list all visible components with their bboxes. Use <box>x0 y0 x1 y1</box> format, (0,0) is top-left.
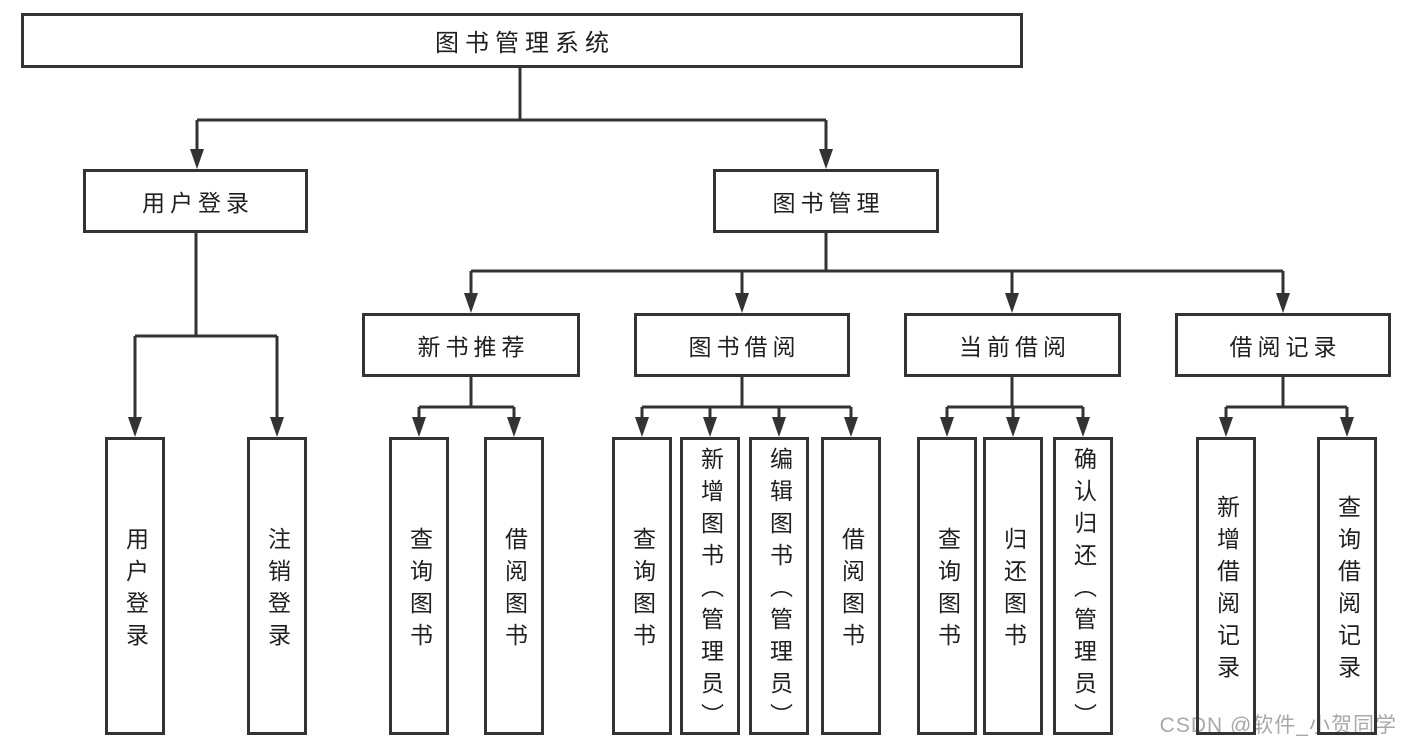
leaf-label: 用户登录 <box>122 526 149 655</box>
node-current-borrow: 当前借阅 <box>904 313 1121 377</box>
leaf-node: 归还图书 <box>983 437 1043 735</box>
node-new-book-recommend: 新书推荐 <box>362 313 580 377</box>
node-label: 当前借阅 <box>959 334 1071 360</box>
leaf-label: 查询借阅记录 <box>1334 494 1361 687</box>
csdn-watermark: CSDN @软件_小贺同学 <box>1159 714 1397 737</box>
leaf-node: 查询图书 <box>389 437 449 735</box>
node-root-label: 图书管理系统 <box>435 30 615 57</box>
node-label: 借阅记录 <box>1229 334 1342 360</box>
leaf-node: 查询图书 <box>612 437 672 735</box>
leaf-label: 注销登录 <box>264 526 291 655</box>
leaf-node: 新增图书（管理员） <box>680 437 740 735</box>
leaf-node: 借阅图书 <box>821 437 881 735</box>
node-label: 图书借阅 <box>688 334 801 360</box>
leaf-label: 借阅图书 <box>838 526 865 655</box>
leaf-node: 查询借阅记录 <box>1317 437 1377 735</box>
leaf-node: 注销登录 <box>247 437 307 735</box>
leaf-label: 新增借阅记录 <box>1213 494 1240 687</box>
leaf-node: 用户登录 <box>105 437 165 735</box>
node-root: 图书管理系统 <box>21 13 1023 68</box>
leaf-label: 确认归还（管理员） <box>1070 446 1097 735</box>
node-user-login: 用户登录 <box>83 169 308 233</box>
leaf-node: 查询图书 <box>917 437 977 735</box>
leaf-label: 查询图书 <box>629 526 656 655</box>
leaf-node: 借阅图书 <box>484 437 544 735</box>
leaf-label: 编辑图书（管理员） <box>766 446 793 735</box>
leaf-node: 新增借阅记录 <box>1196 437 1256 735</box>
leaf-label: 新增图书（管理员） <box>697 446 724 735</box>
leaf-label: 借阅图书 <box>501 526 528 655</box>
node-book-borrow: 图书借阅 <box>634 313 850 377</box>
leaf-label: 查询图书 <box>406 526 433 655</box>
node-borrow-record: 借阅记录 <box>1175 313 1391 377</box>
node-label: 图书管理 <box>772 190 885 216</box>
leaf-node: 确认归还（管理员） <box>1053 437 1113 735</box>
leaf-node: 编辑图书（管理员） <box>749 437 809 735</box>
node-book-management: 图书管理 <box>713 169 939 233</box>
node-label: 用户登录 <box>142 190 254 216</box>
leaf-label: 查询图书 <box>934 526 961 655</box>
node-label: 新书推荐 <box>417 334 530 360</box>
arrowheads <box>128 149 1354 437</box>
leaf-label: 归还图书 <box>1000 526 1027 655</box>
